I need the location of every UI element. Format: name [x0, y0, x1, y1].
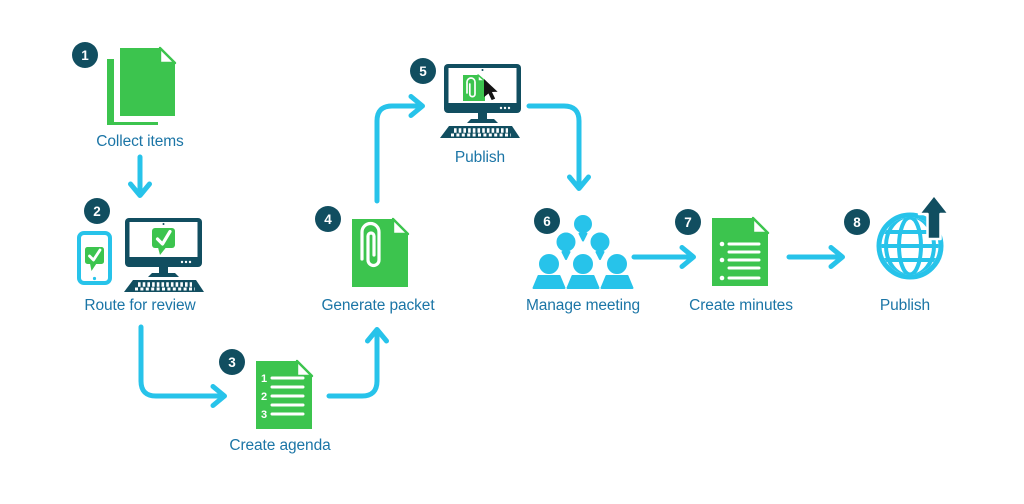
document-on-screen-icon [463, 74, 486, 101]
step-label: Create minutes [689, 297, 793, 314]
step-label: Publish [879, 297, 931, 314]
step-label: Route for review [84, 297, 196, 314]
svg-text:3: 3 [261, 409, 267, 421]
connector-arrow-4-5 [374, 94, 425, 204]
agenda-document-icon: 1 2 3 [256, 359, 314, 429]
devices-review-icon [77, 218, 204, 292]
step-number-badge: 8 [844, 209, 870, 235]
approve-bubble-icon [85, 247, 104, 271]
keyboard-icon [440, 126, 520, 138]
step-number-badge: 3 [219, 349, 245, 375]
svg-text:1: 1 [261, 373, 267, 385]
step-label: Generate packet [321, 297, 435, 314]
step-label: Manage meeting [525, 297, 641, 314]
keyboard-icon [124, 280, 204, 292]
paperclip-icon [360, 221, 381, 268]
approve-bubble-icon [152, 228, 175, 255]
globe-upload-icon [876, 193, 951, 280]
step-number-badge: 2 [84, 198, 110, 224]
connector-arrow-2-3 [138, 324, 227, 408]
packet-document-icon [352, 217, 410, 287]
minutes-document-icon [712, 216, 770, 286]
step-number-badge: 6 [534, 208, 560, 234]
mouse-cursor-icon [484, 79, 498, 101]
publish-computer-icon [440, 64, 521, 138]
connector-arrow-1-2 [128, 154, 152, 198]
connector-arrow-3-4 [326, 327, 389, 399]
tablet-home-button [92, 276, 97, 281]
step-label: Publish [454, 149, 506, 166]
step-number-badge: 1 [72, 42, 98, 68]
connector-arrow-6-7 [631, 245, 696, 269]
step-label: Create agenda [229, 437, 331, 454]
step-number-badge: 7 [675, 209, 701, 235]
meeting-people-icon [532, 215, 634, 289]
svg-text:2: 2 [261, 391, 267, 403]
step-number-badge: 5 [410, 58, 436, 84]
documents-stack-icon [107, 44, 180, 125]
step-label: Collect items [96, 133, 184, 150]
upload-arrow-icon [917, 193, 951, 241]
connector-arrow-7-8 [786, 245, 845, 269]
connector-arrow-5-6 [526, 103, 591, 191]
step-number-badge: 4 [315, 206, 341, 232]
